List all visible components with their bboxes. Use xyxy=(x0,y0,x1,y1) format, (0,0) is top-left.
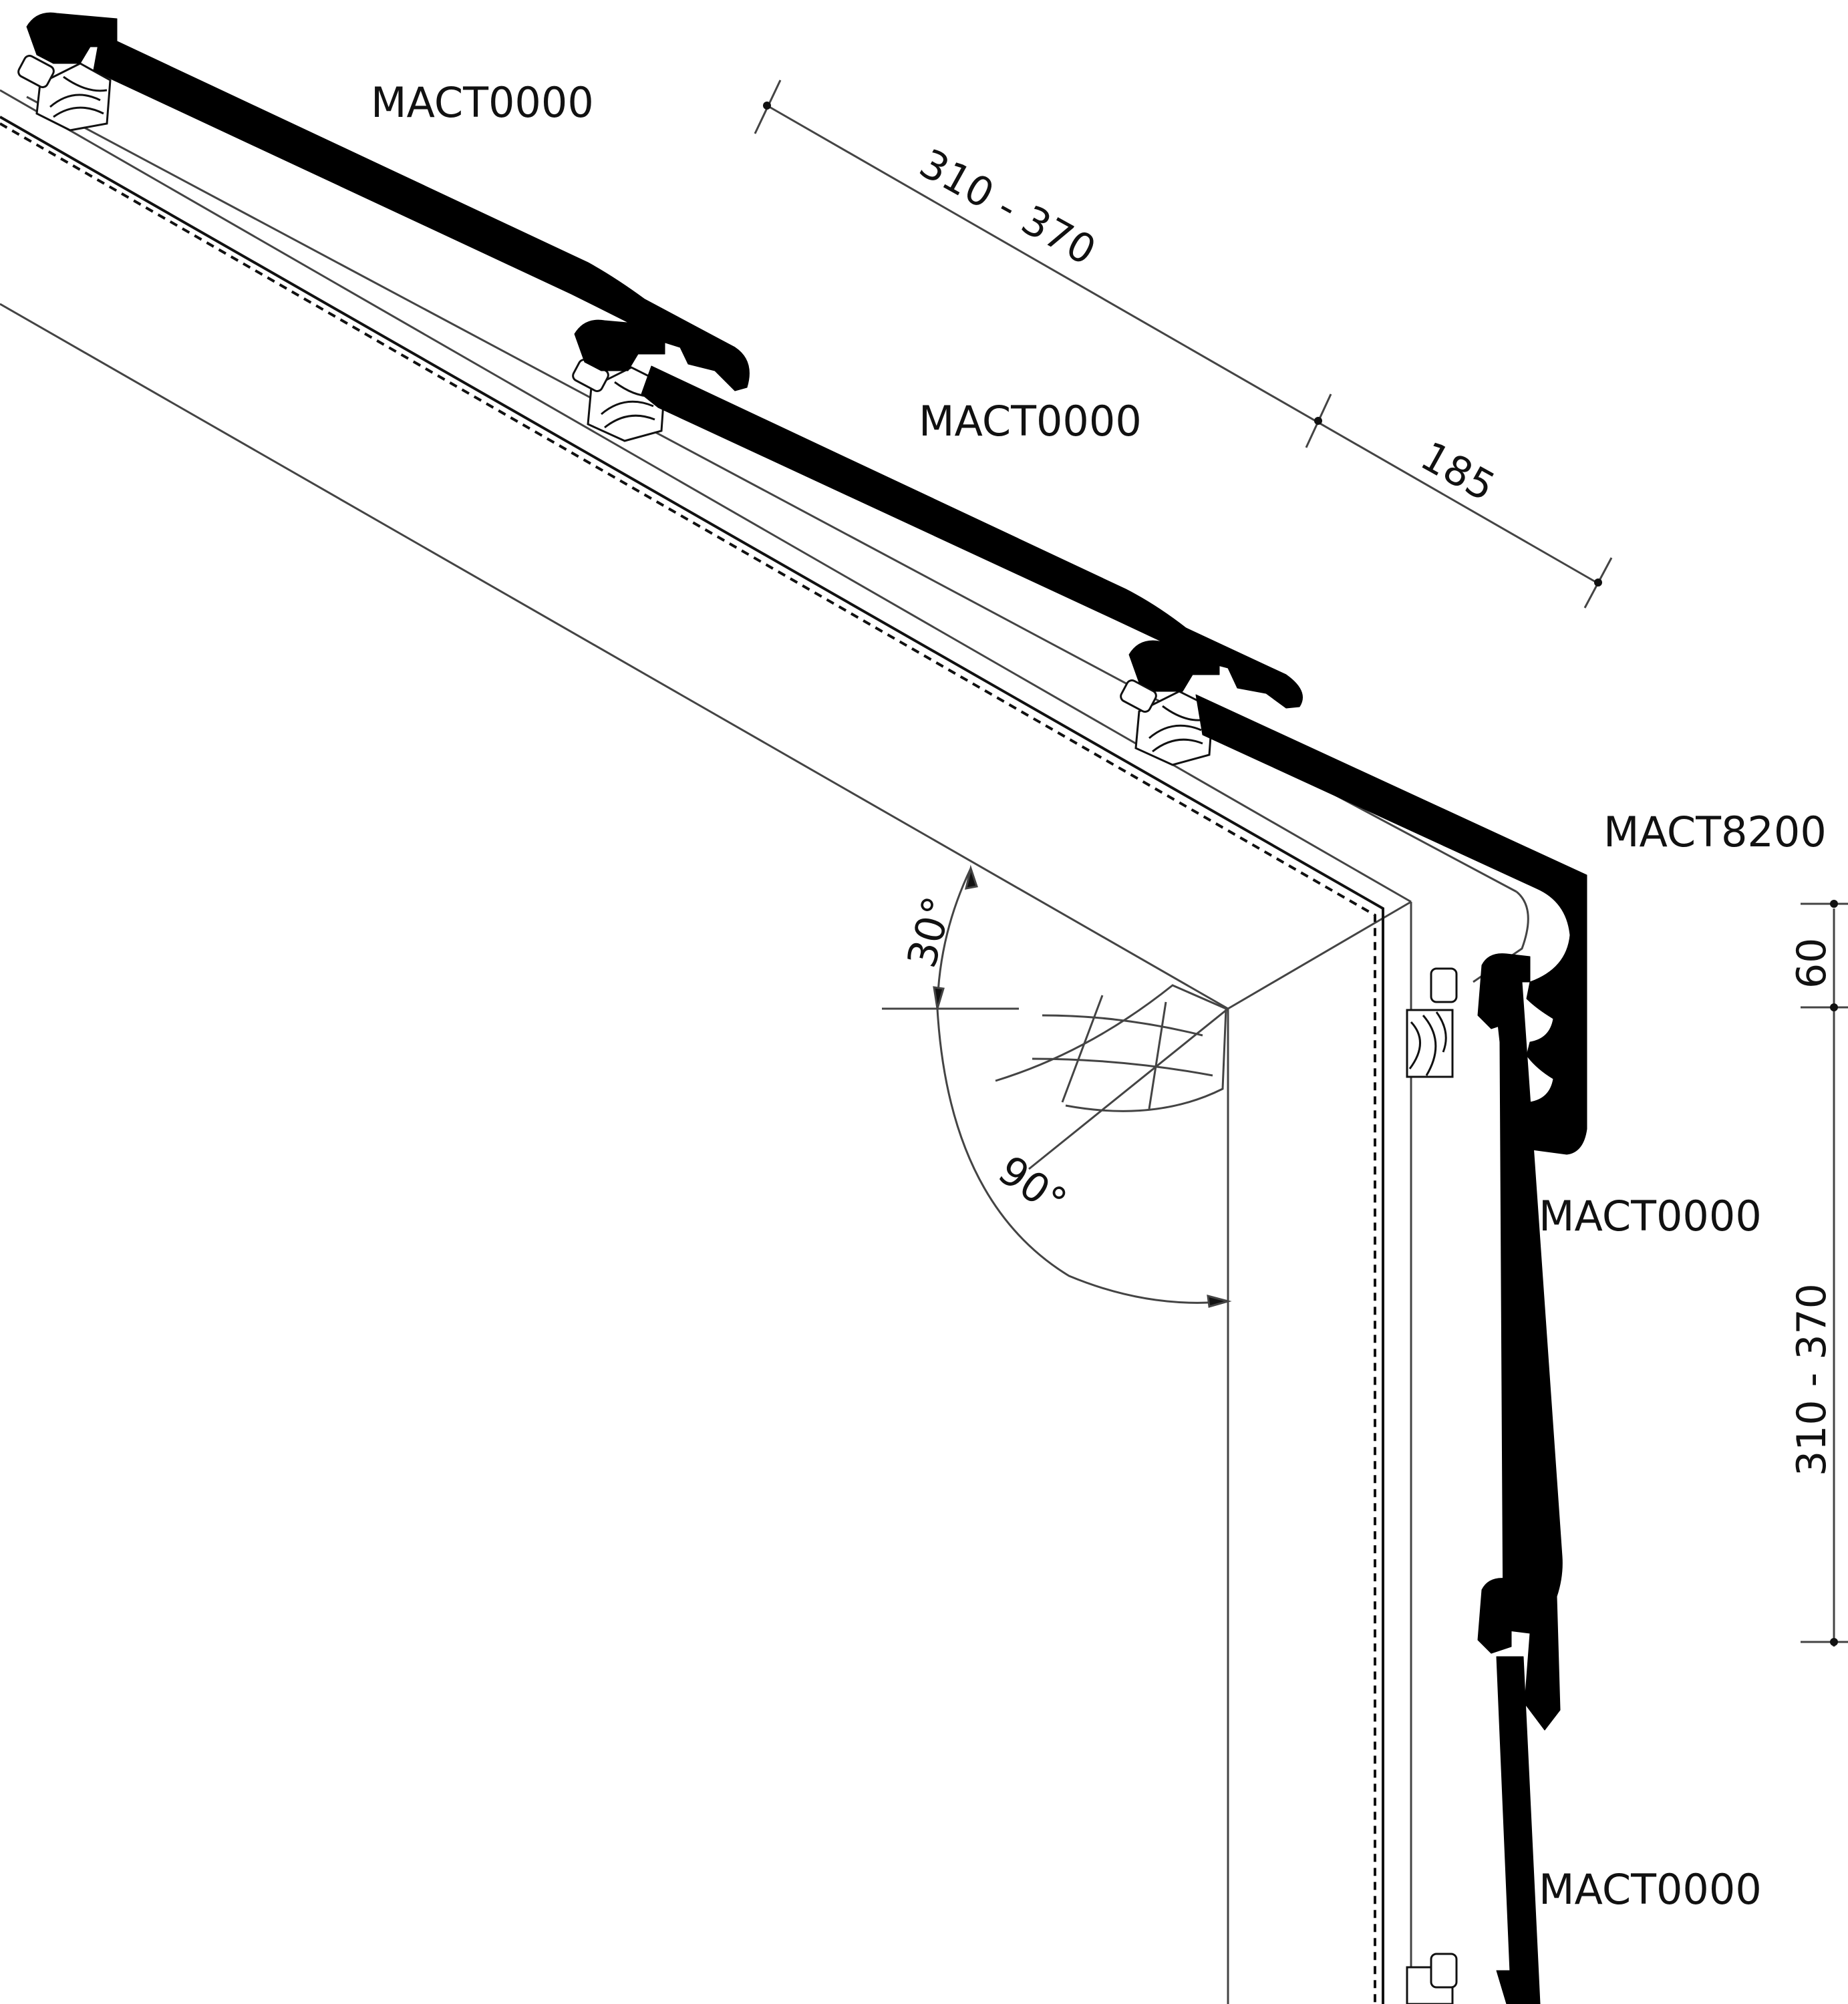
dim-ridge-drop: 60 xyxy=(1789,938,1835,989)
label-tile-mid: MACT0000 xyxy=(919,397,1142,446)
corner-arrowhead xyxy=(1207,1294,1232,1308)
dimension-dots xyxy=(763,102,1838,1646)
membrane xyxy=(0,116,1384,2004)
clip-3 xyxy=(1120,679,1157,713)
roof-inner-line xyxy=(0,303,1229,1010)
batten-4 xyxy=(1406,1009,1454,1078)
membrane-outer xyxy=(0,116,1384,2004)
dim-ridge-offset: 185 xyxy=(1413,433,1503,511)
label-tile-top: MACT0000 xyxy=(371,78,594,127)
ridge-inner-corner xyxy=(1473,890,1529,983)
corner-arc xyxy=(936,1008,1229,1304)
roof-sheathing-line xyxy=(0,89,1412,903)
batten-1 xyxy=(35,62,112,132)
gable-top-line xyxy=(1227,900,1412,1010)
tile-profile-top xyxy=(26,12,750,391)
hip-rafter-sketch xyxy=(995,984,1227,1112)
label-tile-wall-lower: MACT0000 xyxy=(1539,1865,1762,1914)
dimension-lines xyxy=(754,79,1848,1647)
tile-profile-wall-upper xyxy=(1477,953,1563,1731)
tile-clips xyxy=(17,55,1458,1989)
angle-annotation xyxy=(882,864,1232,1308)
clip-4 xyxy=(1430,967,1458,1003)
battens xyxy=(35,62,1454,2004)
dim-wall-spacing: 310 - 370 xyxy=(1789,1283,1835,1476)
tile-profile-wall-lower xyxy=(1477,1578,1541,2004)
angle-pitch-label: 30° xyxy=(899,892,962,973)
building-outline xyxy=(0,89,1529,2004)
tile-profile-mid xyxy=(574,319,1303,709)
pitch-arrowhead-2 xyxy=(933,986,945,1009)
clip-1 xyxy=(17,55,55,88)
clip-5 xyxy=(1430,1953,1458,1989)
label-tile-wall-upper: MACT0000 xyxy=(1539,1192,1762,1240)
pitch-arrowhead xyxy=(965,864,978,890)
slope-dimension-line xyxy=(766,104,1601,586)
tile-profiles xyxy=(26,12,1587,2004)
label-ridge: MACT8200 xyxy=(1603,808,1827,856)
dim-slope-spacing: 310 - 370 xyxy=(912,140,1104,275)
corner-ray xyxy=(1028,1007,1229,1170)
membrane-inner xyxy=(0,122,1376,2004)
